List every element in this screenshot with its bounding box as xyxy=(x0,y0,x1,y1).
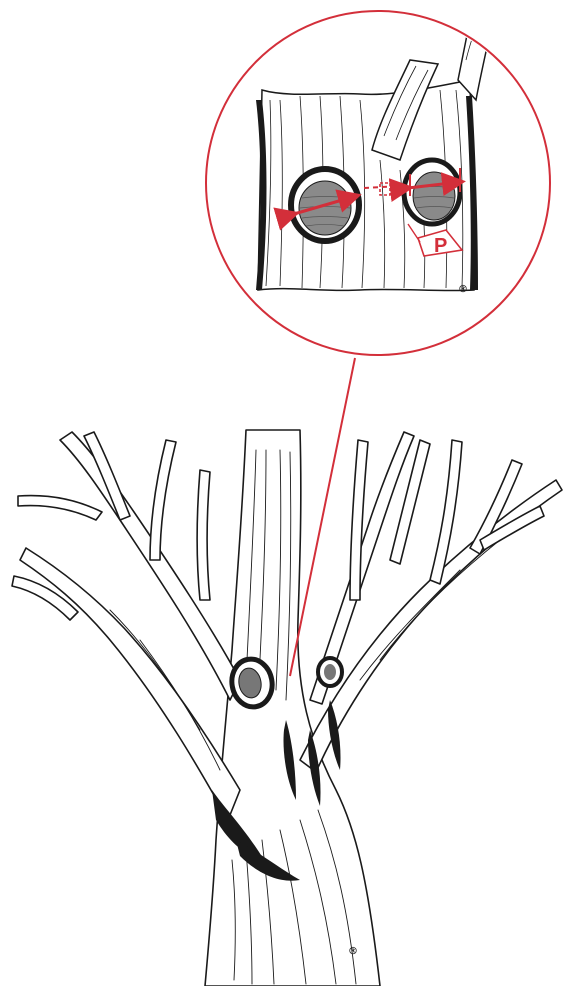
tree-twig-left-c xyxy=(197,470,210,600)
tree-twig-left-a xyxy=(150,440,176,560)
p-label: P xyxy=(434,235,447,257)
registered-mark-inset: ® xyxy=(458,284,468,295)
tree-twig-far-left-2 xyxy=(18,496,102,520)
cut-stub-right-core xyxy=(324,664,336,680)
registered-mark-bottom: ® xyxy=(348,946,358,957)
magnified-inset: P ® xyxy=(206,11,550,355)
inset-cut-left-core xyxy=(299,181,351,235)
tree-drawing xyxy=(12,430,562,986)
